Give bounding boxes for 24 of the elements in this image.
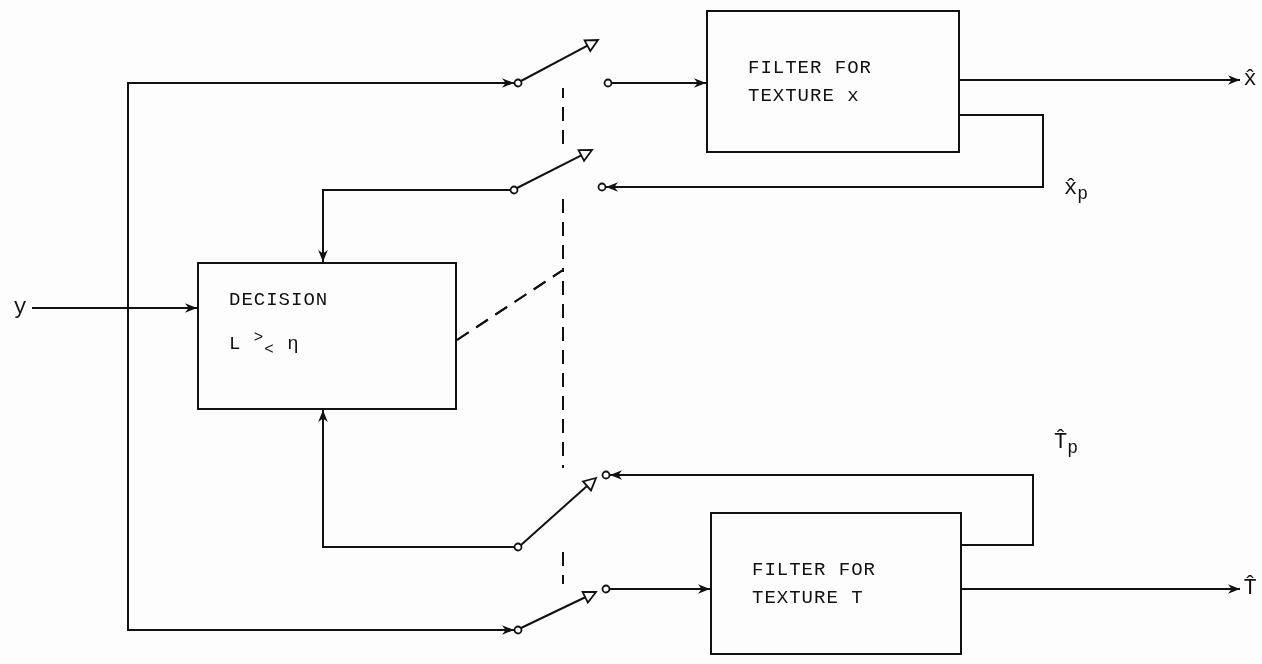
box-label: DECISION <box>229 288 330 313</box>
process-box <box>197 262 457 410</box>
process-box <box>710 512 962 655</box>
box-label: FILTER FOR TEXTURE x <box>748 55 874 109</box>
box-label: FILTER FOR TEXTURE T <box>752 557 878 611</box>
signal-label: x̂ <box>1240 62 1260 98</box>
linkage-line <box>562 87 564 145</box>
linkage-line <box>456 268 564 469</box>
linkage-line <box>562 551 564 585</box>
arrow <box>961 584 1241 594</box>
arrow <box>318 189 511 263</box>
process-box <box>706 10 960 153</box>
arrow <box>959 75 1241 85</box>
signal-label: T̂ <box>1240 571 1260 607</box>
arrow <box>31 307 515 635</box>
switch-symbol <box>514 584 610 634</box>
box-label: L $^{>}$$_{<}$ η <box>229 328 301 362</box>
arrow <box>318 409 515 548</box>
arrow <box>609 584 711 594</box>
arrow <box>611 78 707 88</box>
signal-label: y <box>8 292 32 324</box>
arrow <box>609 470 1034 546</box>
arrow <box>605 114 1044 192</box>
switch-symbol <box>514 468 610 552</box>
